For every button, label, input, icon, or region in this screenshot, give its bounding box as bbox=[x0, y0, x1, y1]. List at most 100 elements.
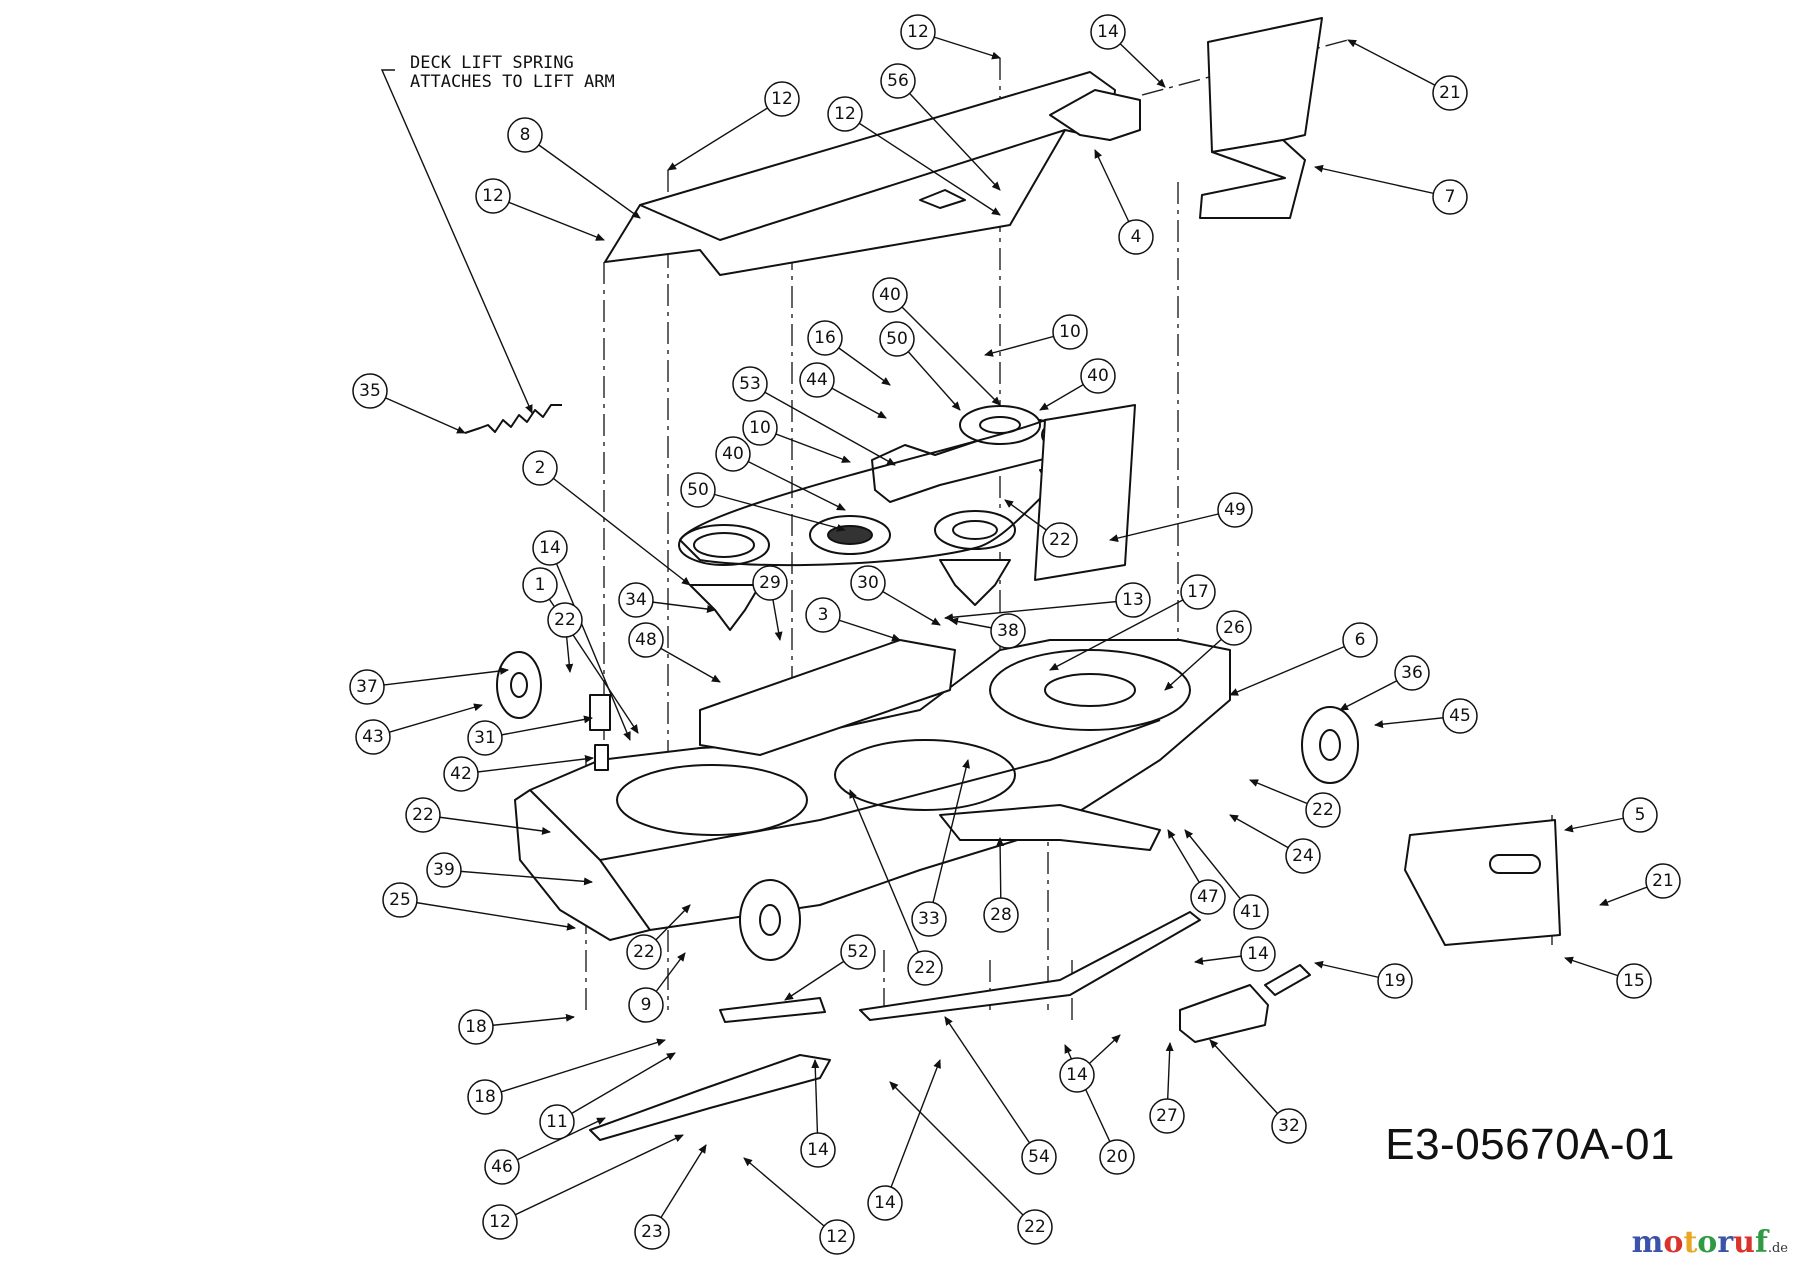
callout-balloon bbox=[983, 897, 1019, 933]
callout-label: 12 bbox=[907, 22, 929, 42]
callout-leader bbox=[944, 1016, 1040, 1158]
blade-well-right bbox=[989, 649, 1191, 731]
callout-balloon bbox=[532, 530, 568, 566]
callout-34: 34 bbox=[618, 582, 654, 618]
idler-arm-19 bbox=[1264, 964, 1311, 996]
callout-label: 40 bbox=[722, 444, 744, 464]
callout-balloon bbox=[628, 987, 664, 1023]
callout-balloon bbox=[1149, 1098, 1185, 1134]
callout-balloon bbox=[1616, 963, 1652, 999]
callout-label: 5 bbox=[1635, 805, 1646, 825]
callout-18: 18 bbox=[458, 1009, 494, 1045]
callout-balloon bbox=[1080, 358, 1116, 394]
callout-label: 21 bbox=[1652, 871, 1674, 891]
callout-leader bbox=[749, 383, 896, 466]
callout-balloon bbox=[522, 450, 558, 486]
callout-26: 26 bbox=[1216, 610, 1252, 646]
callout-22: 22 bbox=[1042, 522, 1078, 558]
callout-label: 25 bbox=[389, 890, 411, 910]
deck-support-arm bbox=[939, 804, 1161, 851]
callout-label: 15 bbox=[1623, 971, 1645, 991]
callout-balloon bbox=[1216, 610, 1252, 646]
cutting-blade-left bbox=[589, 1054, 831, 1141]
callout-balloon bbox=[807, 320, 843, 356]
callout-balloon bbox=[1059, 1057, 1095, 1093]
callout-5: 5 bbox=[1622, 797, 1658, 833]
callout-1: 1 bbox=[522, 567, 558, 603]
callout-balloon bbox=[1240, 936, 1276, 972]
callout-46: 46 bbox=[484, 1149, 520, 1185]
callout-label: 24 bbox=[1292, 846, 1314, 866]
callout-22: 22 bbox=[1017, 1209, 1053, 1245]
callout-45: 45 bbox=[1442, 698, 1478, 734]
blade-well-left bbox=[616, 764, 808, 836]
callout-leader bbox=[884, 1059, 941, 1204]
callout-leader bbox=[732, 453, 846, 511]
callout-label: 54 bbox=[1028, 1147, 1050, 1167]
callout-label: 22 bbox=[412, 805, 434, 825]
callout-27: 27 bbox=[1149, 1098, 1185, 1134]
callout-19: 19 bbox=[1377, 963, 1413, 999]
callout-36: 36 bbox=[1394, 655, 1430, 691]
watermark-logo: motoruf.de bbox=[1632, 1225, 1788, 1260]
callout-11: 11 bbox=[539, 1104, 575, 1140]
callout-12: 12 bbox=[764, 81, 800, 117]
callout-6: 6 bbox=[1342, 622, 1378, 658]
note-line-2: ATTACHES TO LIFT ARM bbox=[410, 72, 615, 92]
callout-balloon bbox=[352, 373, 388, 409]
callout-22: 22 bbox=[626, 934, 662, 970]
drawing-code: E3-05670A-01 bbox=[1385, 1120, 1675, 1169]
callout-leader bbox=[667, 98, 783, 171]
callout-balloon bbox=[626, 934, 662, 970]
callout-balloon bbox=[911, 901, 947, 937]
callout-22: 22 bbox=[907, 950, 943, 986]
blade-baffle-52 bbox=[719, 997, 826, 1023]
callout-balloon bbox=[900, 14, 936, 50]
callout-balloon bbox=[1305, 792, 1341, 828]
callout-balloon bbox=[349, 669, 385, 705]
callout-label: 22 bbox=[554, 610, 576, 630]
callout-label: 6 bbox=[1355, 630, 1366, 650]
callout-label: 21 bbox=[1439, 83, 1461, 103]
callout-balloon bbox=[405, 797, 441, 833]
callout-leader bbox=[697, 489, 846, 532]
callout-balloon bbox=[1432, 179, 1468, 215]
callout-20: 20 bbox=[1099, 1139, 1135, 1175]
callout-balloon bbox=[1090, 14, 1126, 50]
callout-balloon bbox=[907, 950, 943, 986]
callout-leader bbox=[1109, 509, 1236, 543]
callout-leader bbox=[844, 113, 1001, 216]
callout-balloon bbox=[799, 362, 835, 398]
callout-leader bbox=[1347, 39, 1451, 94]
callout-14: 14 bbox=[1090, 14, 1126, 50]
chute-deflector-part bbox=[1207, 17, 1323, 153]
callout-leader bbox=[889, 294, 1001, 406]
callout-29: 29 bbox=[752, 565, 788, 601]
callout-label: 17 bbox=[1187, 582, 1209, 602]
callout-balloon bbox=[482, 1204, 518, 1240]
callout-label: 38 bbox=[997, 621, 1019, 641]
callout-balloon bbox=[800, 1132, 836, 1168]
callout-label: 39 bbox=[433, 860, 455, 880]
callout-balloon bbox=[1432, 75, 1468, 111]
callout-label: 12 bbox=[826, 1227, 848, 1247]
callout-balloon bbox=[680, 472, 716, 508]
callout-balloon bbox=[764, 81, 800, 117]
watermark-letter: u bbox=[1733, 1225, 1755, 1260]
callout-balloon bbox=[732, 366, 768, 402]
callout-label: 20 bbox=[1106, 1147, 1128, 1167]
callout-24: 24 bbox=[1285, 838, 1321, 874]
watermark-letter: f bbox=[1754, 1225, 1768, 1260]
callout-12: 12 bbox=[482, 1204, 518, 1240]
callout-label: 14 bbox=[1097, 22, 1119, 42]
callout-22: 22 bbox=[405, 797, 441, 833]
callout-label: 40 bbox=[879, 285, 901, 305]
callout-leader bbox=[1209, 1039, 1290, 1127]
callout-leader bbox=[889, 1081, 1036, 1228]
callout-40: 40 bbox=[872, 277, 908, 313]
callout-label: 18 bbox=[474, 1087, 496, 1107]
callout-balloon bbox=[484, 1149, 520, 1185]
callout-label: 12 bbox=[834, 104, 856, 124]
callout-label: 3 bbox=[818, 605, 829, 625]
